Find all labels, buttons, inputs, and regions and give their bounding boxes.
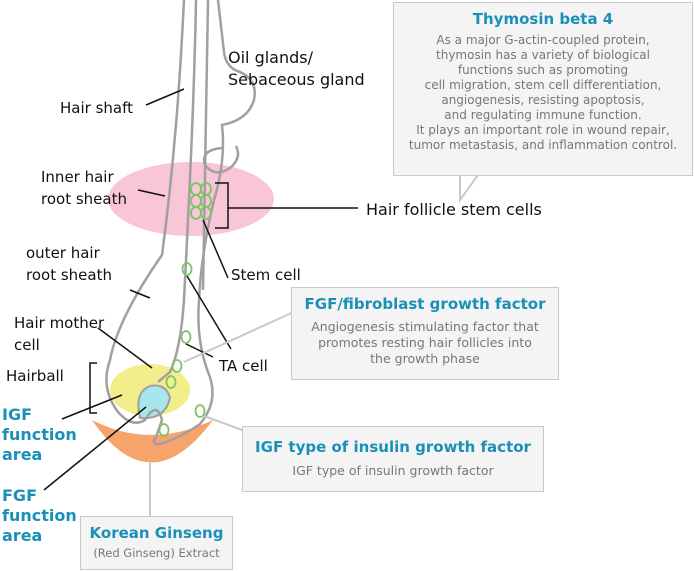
igf-callout-box: IGF type of insulin growth factor IGF ty… (242, 426, 544, 492)
ginseng-line-1: (Red Ginseng) Extract (93, 546, 220, 560)
thymosin-body: As a major G-actin-coupled protein, thym… (394, 33, 692, 153)
igf-title: IGF type of insulin growth factor (255, 438, 531, 456)
igf-body: IGF type of insulin growth factor (243, 463, 543, 478)
leader-lines (43, 88, 358, 491)
label-igf-function-area-line-3: area (2, 445, 43, 464)
fgf-line-1: Angiogenesis stimulating factor that (311, 319, 539, 334)
thymosin-line-1: As a major G-actin-coupled protein, (436, 33, 650, 47)
label-oil-glands: Oil glands/ Sebaceous gland (228, 47, 365, 91)
label-fgf-function-area-line-3: area (2, 526, 43, 545)
label-fgf-function-area: FGF function area (2, 486, 77, 546)
thymosin-line-2: thymosin has a variety of biological (436, 48, 650, 62)
label-stem-cell: Stem cell (231, 266, 301, 284)
label-hairball: Hairball (6, 367, 64, 385)
igf-line-1: IGF type of insulin growth factor (292, 463, 494, 478)
label-hair-follicle-stem-cells: Hair follicle stem cells (366, 200, 542, 219)
fgf-callout-box: FGF/fibroblast growth factor Angiogenesi… (291, 287, 559, 380)
label-igf-function-area-line-2: function (2, 425, 77, 444)
ginseng-callout-box: Korean Ginseng (Red Ginseng) Extract (80, 516, 233, 570)
label-outer-root-sheath-line-1: outer hair (26, 244, 100, 262)
label-inner-root-sheath-line-2: root sheath (41, 190, 127, 208)
label-hair-shaft: Hair shaft (60, 99, 133, 117)
thymosin-line-6: and regulating immune function. (444, 108, 642, 122)
thymosin-line-8: tumor metastasis, and inflammation contr… (408, 138, 678, 152)
hair-shaft-line (157, 0, 198, 383)
label-hair-mother-cell-line-2: cell (14, 336, 40, 354)
label-ta-cell: TA cell (219, 357, 268, 375)
label-igf-function-area-line-1: IGF (2, 405, 33, 424)
label-inner-root-sheath-line-1: Inner hair (41, 168, 114, 186)
thymosin-title: Thymosin beta 4 (472, 10, 614, 28)
label-igf-function-area: IGF function area (2, 405, 77, 465)
hair-shaft-line-2 (201, 0, 210, 291)
ta-cells (158, 262, 206, 437)
label-hair-mother-cell: Hair mother cell (14, 312, 104, 356)
thymosin-line-3: functions such as promoting (457, 63, 629, 77)
label-fgf-function-area-line-1: FGF (2, 486, 37, 505)
stem-cell-cluster (190, 182, 212, 220)
label-outer-root-sheath: outer hair root sheath (26, 242, 112, 286)
thymosin-line-5: angiogenesis, resisting apoptosis, (441, 93, 645, 107)
fgf-line-2: promotes resting hair follicles into (318, 335, 532, 350)
igf-function-area-shape (92, 420, 213, 463)
thymosin-line-4: cell migration, stem cell differentiatio… (424, 78, 662, 92)
thymosin-line-7: It plays an important role in wound repa… (416, 123, 670, 137)
label-oil-glands-line-2: Sebaceous gland (228, 70, 365, 89)
ginseng-body: (Red Ginseng) Extract (81, 546, 232, 561)
thymosin-callout-box: Thymosin beta 4 As a major G-actin-coupl… (393, 2, 693, 176)
callout-connectors (149, 174, 479, 516)
ginseng-title: Korean Ginseng (89, 524, 224, 542)
fgf-body: Angiogenesis stimulating factor that pro… (292, 319, 558, 367)
oil-gland-lobe (202, 145, 240, 174)
label-outer-root-sheath-line-2: root sheath (26, 266, 112, 284)
label-inner-root-sheath: Inner hair root sheath (41, 166, 127, 210)
label-fgf-function-area-line-2: function (2, 506, 77, 525)
label-oil-glands-line-1: Oil glands/ (228, 48, 313, 67)
fgf-line-3: the growth phase (370, 351, 480, 366)
follicle-outline (105, 0, 256, 446)
label-hair-mother-cell-line-1: Hair mother (14, 314, 105, 332)
fgf-title: FGF/fibroblast growth factor (304, 295, 546, 313)
